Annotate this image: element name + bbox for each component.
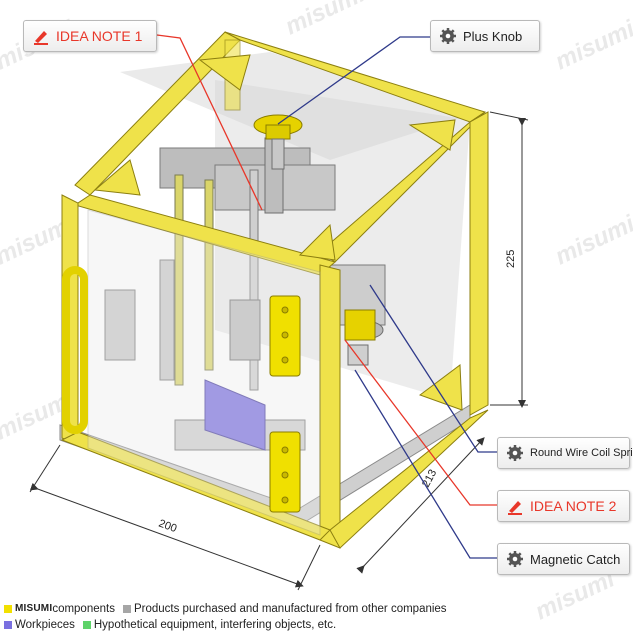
legend-workpieces: Workpieces [15,619,75,631]
catch-parts [344,309,376,366]
callout-round-wire-coil-spring: Round Wire Coil Spring [497,437,633,469]
swatch-workpieces [4,621,12,629]
callout-idea-note-2: IDEA NOTE 2 [497,490,630,522]
callout-idea-note-1: IDEA NOTE 1 [23,20,157,52]
legend: MISUMI components Products purchased and… [4,601,447,633]
callout-label: Plus Knob [463,28,523,44]
dimension-width: 200 [157,518,178,536]
watermark-text: misumi [551,210,633,271]
legend-misumi-components: components [52,603,115,615]
pencil-icon [32,27,50,45]
dimension-lines [29,111,529,591]
callout-plus-knob: Plus Knob [430,20,540,52]
callout-label: IDEA NOTE 1 [56,28,143,44]
plus-knob-part [253,114,303,170]
dimension-height: 225 [505,250,517,268]
gear-icon [439,27,457,45]
callout-label: Magnetic Catch [530,551,621,567]
door [62,209,321,536]
legend-hypothetical: Hypothetical equipment, interfering obje… [93,619,337,631]
legend-row-2: Workpieces Hypothetical equipment, inter… [4,617,447,633]
pencil-icon [506,497,524,515]
legend-purchased: Products purchased and manufactured from… [133,603,447,615]
callout-label: Round Wire Coil Spring [530,447,633,459]
legend-brand: MISUMI [15,603,53,614]
watermark-text: misumi [281,0,370,40]
workpiece [204,379,266,451]
legend-row-1: MISUMI components Products purchased and… [4,601,447,617]
swatch-purchased [122,605,131,613]
callout-label: IDEA NOTE 2 [530,498,617,514]
swatch-hypothetical [82,621,91,629]
gear-icon [506,550,524,568]
swatch-misumi [4,605,12,613]
leader-lines [156,34,497,559]
callout-magnetic-catch: Magnetic Catch [497,543,630,575]
gear-icon [506,444,524,462]
watermark-text: misumi [551,15,633,76]
